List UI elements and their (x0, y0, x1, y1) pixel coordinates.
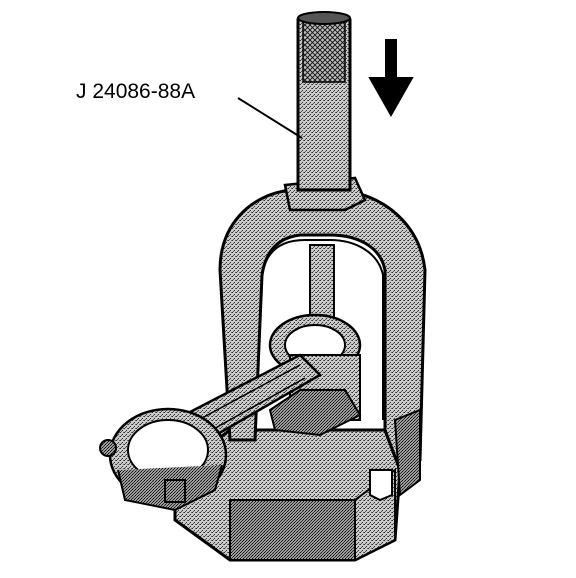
callout-leader-line (237, 97, 303, 139)
base-block (173, 428, 402, 562)
press-screw (296, 11, 352, 321)
connecting-rod (99, 353, 323, 512)
down-arrow-icon (368, 39, 414, 118)
tool-callout-label: J 24086-88A (76, 80, 195, 103)
